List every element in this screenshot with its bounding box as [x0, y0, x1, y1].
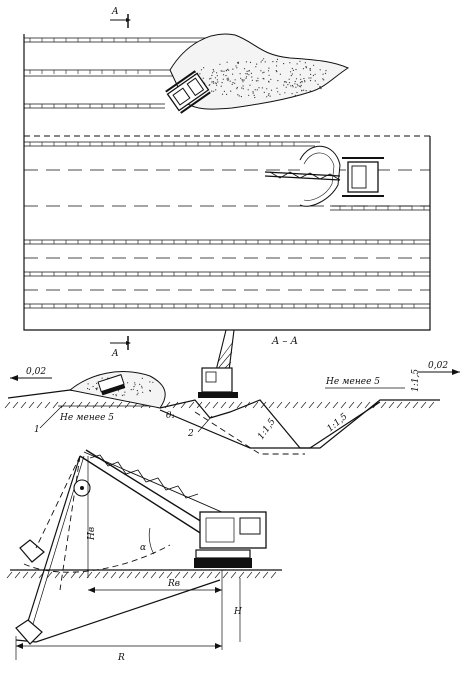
svg-text:Не менее 5: Не менее 5 — [59, 413, 114, 423]
callout-2: 2 — [187, 429, 194, 439]
svg-text:R: R — [117, 653, 125, 663]
svg-text:Hв: Hв — [87, 527, 97, 541]
dimension-rb: Rв — [88, 570, 223, 650]
ground-hatch-lower — [6, 571, 277, 579]
cross-section: A – A 0,02 — [4, 329, 460, 455]
ground-hatch — [4, 401, 435, 409]
svg-text:A: A — [111, 7, 119, 17]
excavator-plan-middle — [264, 157, 384, 197]
callout-1: 1 — [34, 425, 40, 435]
svg-text:α: α — [140, 543, 146, 553]
svg-text:Rв: Rв — [167, 579, 180, 589]
slope-right: 0,02 — [418, 361, 460, 375]
svg-text:H: H — [233, 607, 242, 617]
angle-label: θ₁ — [166, 411, 175, 421]
bucket-low — [15, 619, 43, 645]
excavator-plan-top — [165, 70, 211, 114]
section-marker-bottom: A — [110, 336, 131, 359]
plan-tick-marks-mid — [29, 142, 425, 210]
svg-text:A: A — [111, 349, 119, 359]
dimension-hb: Hв — [87, 456, 97, 578]
angle-alpha: α — [140, 527, 155, 555]
dimension-h: H — [233, 578, 242, 642]
digging-trajectory — [15, 579, 221, 643]
section-title: A – A — [271, 336, 298, 347]
crane-section — [198, 329, 238, 398]
plan-tick-marks — [29, 38, 151, 108]
excavator-diagram: Hв Rв H R α — [6, 449, 282, 663]
side-slope-right: 1:1,5 — [411, 369, 421, 392]
side-slope-left: 1:1,5 — [256, 417, 278, 442]
min-distance-right: Не менее 5 — [325, 377, 405, 389]
plan-view: A A — [23, 7, 431, 359]
excavator-body — [194, 511, 267, 568]
excavator-on-spoil — [97, 374, 126, 396]
dimension-r: R — [15, 636, 222, 663]
svg-text:Не менее 5: Не менее 5 — [325, 377, 380, 387]
svg-text:0,02: 0,02 — [26, 367, 46, 377]
excavation-bottom — [159, 401, 381, 449]
side-slope-mid: 1:1,5 — [326, 412, 350, 435]
plan-tick-marks-low — [29, 240, 415, 308]
boom — [79, 449, 241, 537]
min-distance-left: Не менее 5 — [58, 405, 150, 423]
section-marker-top: A — [110, 7, 131, 28]
bucket-high — [19, 539, 45, 563]
swing-arc — [299, 145, 341, 207]
svg-text:0,02: 0,02 — [428, 361, 448, 371]
slope-left: 0,02 — [10, 367, 52, 381]
